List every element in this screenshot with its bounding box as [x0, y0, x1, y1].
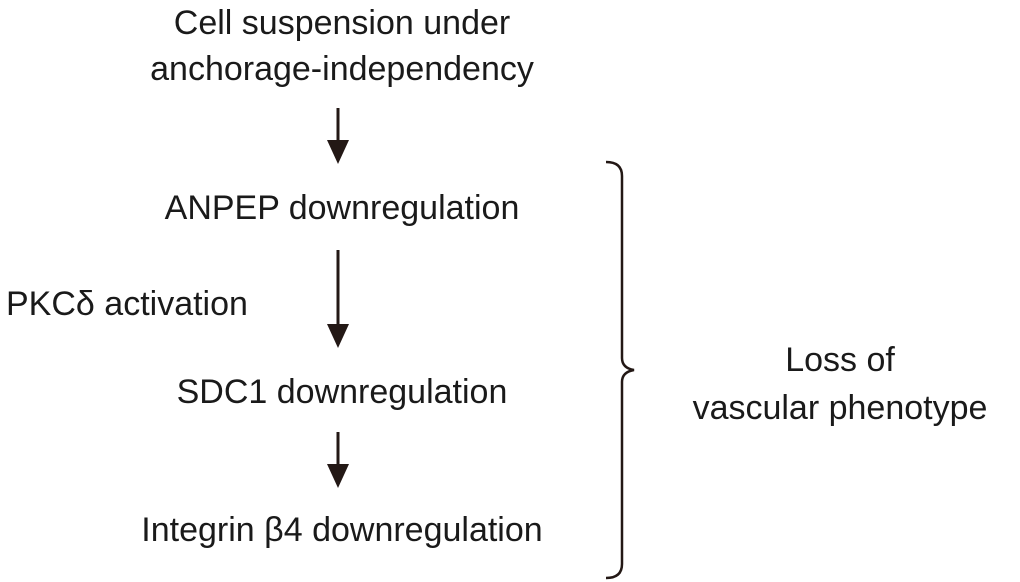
outcome-line-1: Loss of [785, 341, 895, 379]
side-label-pkcd-activation: PKCδ activation [6, 285, 248, 323]
step-integrin-b4-downregulation: Integrin β4 downregulation [141, 511, 543, 549]
step-sdc1-downregulation: SDC1 downregulation [176, 373, 508, 411]
step-start-line-1: Cell suspension under [173, 4, 511, 42]
arrow-start-to-anpep-head [327, 140, 349, 164]
outcome-line-2: vascular phenotype [692, 389, 988, 427]
arrow-anpep-to-sdc1-head [327, 324, 349, 348]
arrow-sdc1-to-itgb4-head [327, 464, 349, 488]
grouping-bracket [605, 160, 635, 580]
step-start-line-2: anchorage-independency [150, 50, 534, 88]
step-anpep-downregulation: ANPEP downregulation [164, 189, 520, 227]
